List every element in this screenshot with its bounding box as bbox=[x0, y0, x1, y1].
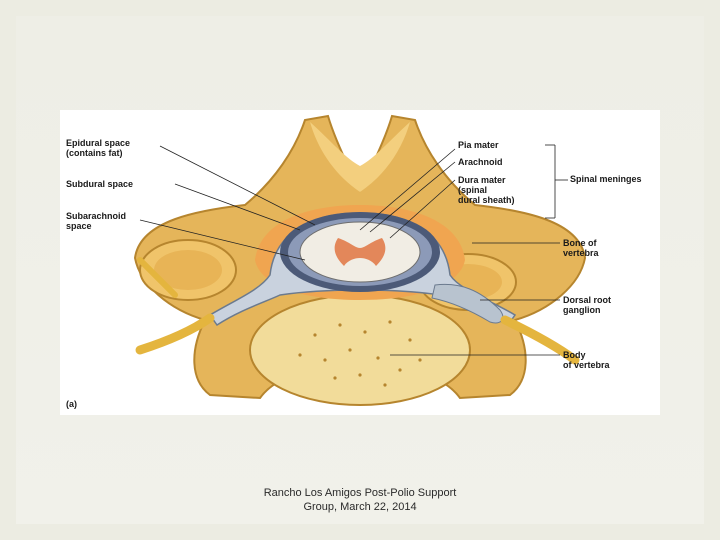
label-subarachnoid-space: Subarachnoid space bbox=[66, 211, 126, 231]
vertebral-body bbox=[250, 295, 470, 405]
label-bone-of-vertebra: Bone of vertebra bbox=[563, 238, 599, 258]
label-dorsal-root-ganglion: Dorsal root ganglion bbox=[563, 295, 611, 315]
label-arachnoid: Arachnoid bbox=[458, 157, 503, 167]
panel-label: (a) bbox=[66, 399, 77, 409]
spinal-cord-diagram: Epidural space (contains fat) Subdural s… bbox=[60, 110, 660, 415]
label-subdural-space: Subdural space bbox=[66, 179, 133, 189]
label-spinal-meninges: Spinal meninges bbox=[570, 174, 642, 184]
label-pia-mater: Pia mater bbox=[458, 140, 499, 150]
slide-caption: Rancho Los Amigos Post-Polio Support Gro… bbox=[230, 486, 490, 514]
label-epidural-space: Epidural space (contains fat) bbox=[66, 138, 130, 158]
label-dura-mater: Dura mater (spinal dural sheath) bbox=[458, 175, 515, 205]
caption-line-1: Rancho Los Amigos Post-Polio Support bbox=[230, 486, 490, 500]
label-body-of-vertebra: Body of vertebra bbox=[563, 350, 610, 370]
caption-line-2: Group, March 22, 2014 bbox=[230, 500, 490, 514]
